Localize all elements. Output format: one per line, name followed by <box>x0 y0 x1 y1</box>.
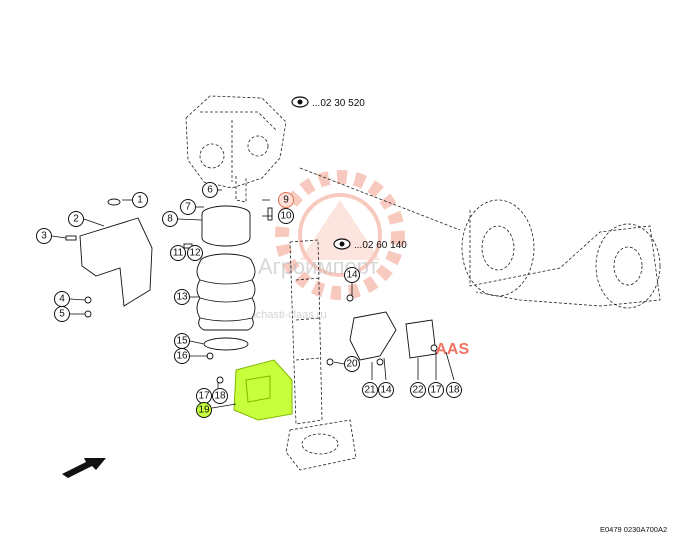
callout-4[interactable]: 4 <box>54 291 70 307</box>
knob <box>107 198 121 206</box>
callout-15[interactable]: 15 <box>174 333 190 349</box>
callout-16[interactable]: 16 <box>174 348 190 364</box>
cover-plate <box>79 217 153 307</box>
callout-7[interactable]: 7 <box>180 199 196 215</box>
callout-17-right[interactable]: 17 <box>428 382 444 398</box>
callout-5[interactable]: 5 <box>54 306 70 322</box>
svg-text:5: 5 <box>59 309 65 320</box>
callout-6[interactable]: 6 <box>202 182 218 198</box>
mount-bracket <box>349 311 397 361</box>
reference-code: ...02 30 520 <box>312 98 365 109</box>
callout-20[interactable]: 20 <box>344 356 360 372</box>
svg-text:14: 14 <box>380 385 392 396</box>
seal-ring <box>203 337 249 351</box>
callout-14-bottom[interactable]: 14 <box>378 382 394 398</box>
callout-19[interactable]: 19 <box>196 402 212 418</box>
callout-12[interactable]: 12 <box>187 245 203 261</box>
svg-text:15: 15 <box>176 336 188 347</box>
callout-18-right[interactable]: 18 <box>446 382 462 398</box>
svg-text:12: 12 <box>189 248 201 259</box>
svg-text:6: 6 <box>207 185 213 196</box>
bellows <box>196 253 256 331</box>
svg-text:21: 21 <box>364 385 376 396</box>
svg-text:19: 19 <box>198 405 210 416</box>
leader-lines <box>51 189 455 409</box>
collar-ring <box>201 205 251 247</box>
callout-14-top[interactable]: 14 <box>344 267 360 283</box>
callout-11[interactable]: 11 <box>170 245 186 261</box>
svg-text:18: 18 <box>214 391 226 402</box>
svg-text:8: 8 <box>167 214 173 225</box>
watermark-gear-icon <box>275 170 405 300</box>
callout-21[interactable]: 21 <box>362 382 378 398</box>
callout-9[interactable]: 9 <box>278 192 294 208</box>
callout-10[interactable]: 10 <box>278 208 294 224</box>
svg-text:9: 9 <box>283 195 289 206</box>
reference-code: ...02 60 140 <box>354 240 407 251</box>
svg-text:7: 7 <box>185 202 191 213</box>
svg-text:17: 17 <box>198 391 210 402</box>
svg-text:20: 20 <box>346 359 358 370</box>
svg-text:2: 2 <box>73 214 79 225</box>
svg-text:17: 17 <box>430 385 442 396</box>
shaft-guard-highlighted[interactable] <box>233 359 293 421</box>
callout-17-left[interactable]: 17 <box>196 388 212 404</box>
svg-text:1: 1 <box>137 195 143 206</box>
mount-plate <box>405 319 437 359</box>
callout-1[interactable]: 1 <box>132 192 148 208</box>
watermark-site: zapchasti-claas.ru <box>238 309 327 321</box>
vertical-shaft-outline <box>285 239 357 471</box>
callout-2[interactable]: 2 <box>68 211 84 227</box>
reference-top[interactable]: ...02 30 520 <box>291 96 365 109</box>
document-code: E0479 0230A700A2 <box>600 525 667 534</box>
svg-text:16: 16 <box>176 351 188 362</box>
bolts <box>65 207 438 384</box>
callout-22[interactable]: 22 <box>410 382 426 398</box>
belt-drive-outline <box>299 167 661 309</box>
arrow-icon <box>62 458 106 478</box>
callout-13[interactable]: 13 <box>174 289 190 305</box>
svg-text:18: 18 <box>448 385 460 396</box>
svg-text:22: 22 <box>412 385 424 396</box>
svg-text:14: 14 <box>346 270 358 281</box>
callout-18-left[interactable]: 18 <box>212 388 228 404</box>
svg-text:13: 13 <box>176 292 188 303</box>
callout-3[interactable]: 3 <box>36 228 52 244</box>
gearbox-outline <box>185 95 287 203</box>
svg-text:10: 10 <box>280 211 292 222</box>
callout-8[interactable]: 8 <box>162 211 178 227</box>
svg-text:11: 11 <box>173 248 184 259</box>
reference-mid[interactable]: ...02 60 140 <box>333 238 407 251</box>
svg-text:4: 4 <box>59 294 65 305</box>
svg-text:3: 3 <box>41 231 47 242</box>
